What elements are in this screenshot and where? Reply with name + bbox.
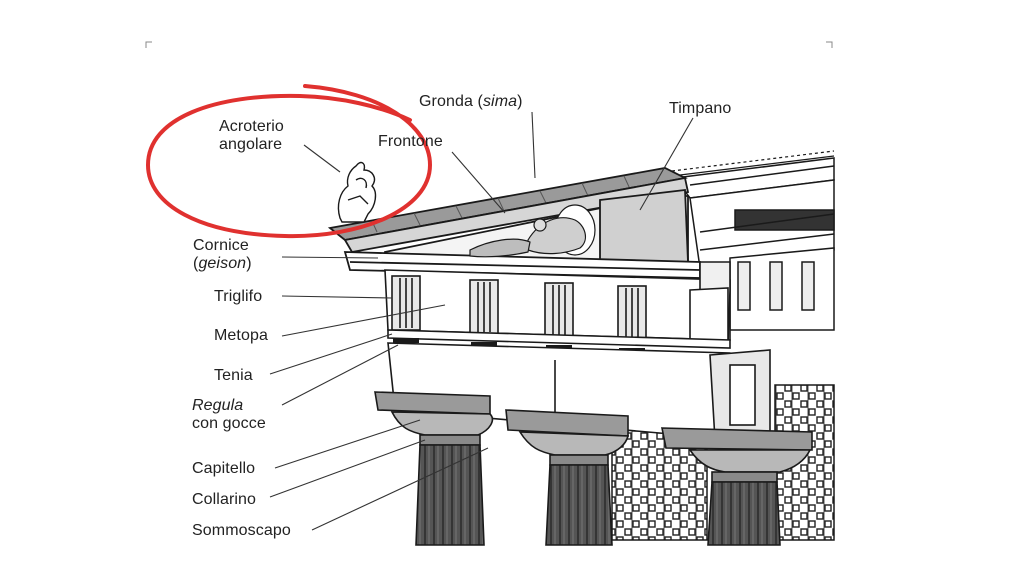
- leader-metopa: [281, 304, 446, 337]
- label-cornice-geison: Cornice (geison): [193, 237, 252, 273]
- label-acroterio-angolare: Acroterio angolare: [219, 118, 284, 154]
- leader-sommoscapo: [311, 447, 489, 531]
- label-collarino: Collarino: [192, 491, 257, 508]
- leader-cornice: [281, 256, 379, 259]
- leader-lines: [269, 111, 694, 531]
- label-capitello: Capitello: [192, 460, 256, 477]
- label-regula-em: Regula: [192, 397, 244, 414]
- capital-middle: [505, 409, 630, 456]
- leader-frontone: [451, 151, 506, 214]
- label-tenia: Tenia: [214, 367, 253, 384]
- raking-cornice: [343, 176, 690, 253]
- pediment-sculpture: [469, 204, 596, 258]
- capital-left: [374, 391, 494, 436]
- triglyphs: [391, 275, 647, 341]
- label-gronda-post: ): [517, 93, 523, 110]
- label-gronda-pre: Gronda (: [419, 93, 483, 110]
- label-regula-line2: con gocce: [192, 415, 266, 432]
- capital-right: [661, 427, 813, 473]
- label-timpano: Timpano: [669, 100, 732, 117]
- columns: [415, 434, 781, 546]
- label-metopa: Metopa: [214, 327, 268, 344]
- label-cornice-line1: Cornice: [193, 237, 249, 254]
- label-acroterio-line1: Acroterio: [219, 118, 284, 135]
- frame-corner-marks: [145, 41, 833, 48]
- roof-tiles: [671, 150, 835, 177]
- leader-acroterio: [303, 144, 341, 173]
- label-gronda-sima: sima: [482, 93, 518, 110]
- leader-capitello: [274, 419, 421, 469]
- leader-timpano: [639, 117, 694, 211]
- leader-regula: [281, 344, 399, 406]
- column-middle: [545, 454, 613, 546]
- leader-tenia: [269, 333, 393, 375]
- leader-collarino: [269, 439, 426, 498]
- label-acroterio-line2: angolare: [219, 136, 283, 153]
- label-regula-con-gocce: Regula con gocce: [192, 397, 266, 433]
- label-gronda: Gronda (sima): [419, 93, 523, 111]
- highlight-circle: [145, 84, 433, 239]
- acroterion-figure: [337, 161, 377, 223]
- column-left: [415, 434, 485, 546]
- capitals: [374, 391, 813, 473]
- leader-triglifo: [281, 295, 393, 299]
- label-cornice-pre: (: [193, 255, 199, 272]
- label-sommoscapo: Sommoscapo: [192, 522, 291, 539]
- pediment: [327, 167, 701, 279]
- label-frontone: Frontone: [378, 133, 443, 150]
- label-cornice-geison-em: geison: [198, 255, 247, 272]
- column-right: [707, 471, 781, 546]
- leader-gronda: [531, 111, 536, 179]
- label-cornice-post: ): [246, 255, 252, 272]
- label-triglifo: Triglifo: [214, 288, 263, 305]
